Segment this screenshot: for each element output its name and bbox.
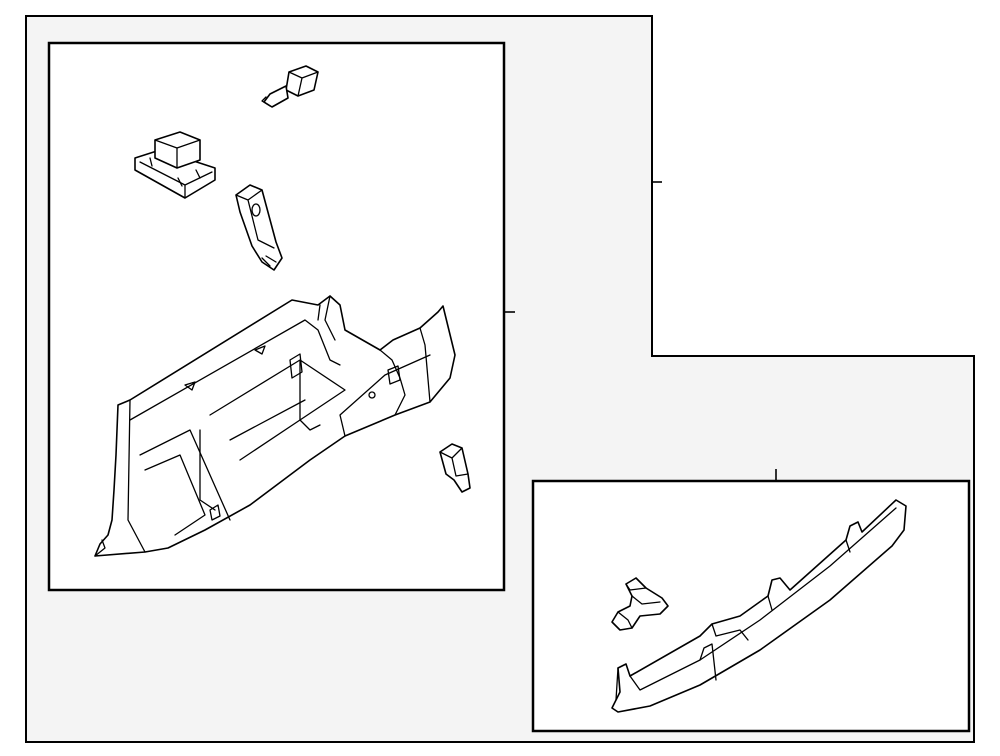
glove-box-housing-part — [94, 295, 456, 557]
trim-panel-part — [611, 499, 907, 713]
door-sensor-part — [611, 577, 669, 631]
latch-assembly-part — [134, 131, 216, 199]
bumper-stop-part — [261, 65, 319, 108]
damper-part — [235, 184, 283, 271]
bulb-socket-part — [439, 443, 471, 493]
